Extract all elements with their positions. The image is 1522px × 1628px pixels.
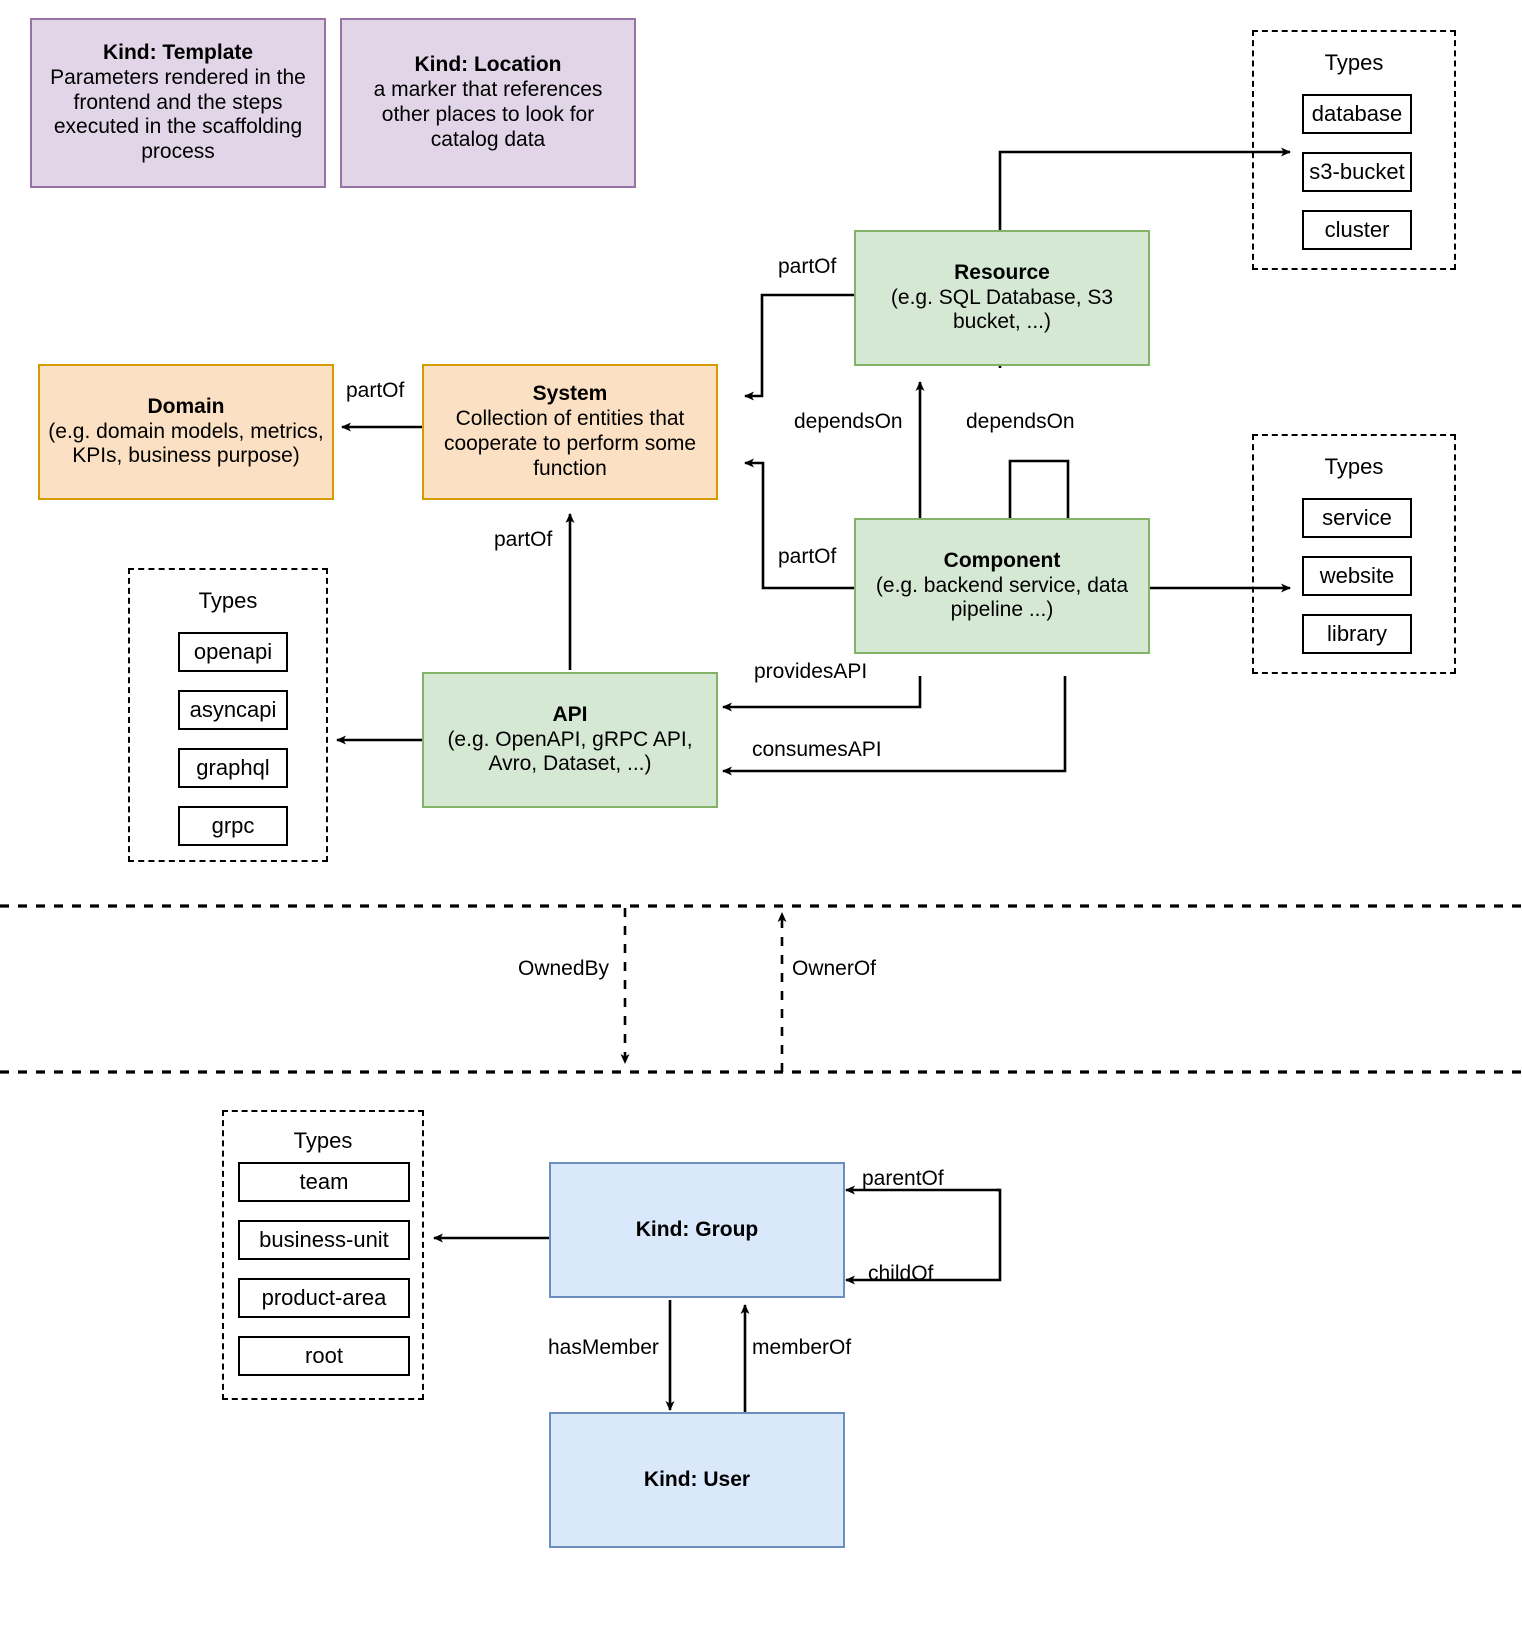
node-description: (e.g. SQL Database, S3 bucket, ...) xyxy=(890,285,1114,334)
node-kind-template[interactable]: Kind: Template Parameters rendered in th… xyxy=(30,18,326,188)
type-chip[interactable]: root xyxy=(238,1336,410,1376)
node-title: Kind: Group xyxy=(635,1217,759,1241)
type-chip[interactable]: grpc xyxy=(178,806,288,846)
node-title: API xyxy=(552,702,588,726)
node-system[interactable]: System Collection of entities that coope… xyxy=(422,364,718,500)
edge-label-component-dependson-component: dependsOn xyxy=(966,410,1075,433)
edge-component-dependson-component xyxy=(1008,459,1073,537)
type-chip[interactable]: s3-bucket xyxy=(1302,152,1412,192)
edge-label-group-childof: childOf xyxy=(868,1262,934,1285)
edge-label-user-memberof: memberOf xyxy=(752,1336,852,1359)
type-chip[interactable]: database xyxy=(1302,94,1412,134)
node-kind-user[interactable]: Kind: User xyxy=(549,1412,845,1548)
type-chip[interactable]: asyncapi xyxy=(178,690,288,730)
type-chip[interactable]: team xyxy=(238,1162,410,1202)
node-description: Collection of entities that cooperate to… xyxy=(443,407,697,480)
type-chip[interactable]: product-area xyxy=(238,1278,410,1318)
node-component[interactable]: Component (e.g. backend service, data pi… xyxy=(854,518,1150,654)
node-resource[interactable]: Resource (e.g. SQL Database, S3 bucket, … xyxy=(854,230,1150,366)
node-title: Kind: User xyxy=(643,1467,751,1491)
types-box-component: Types service website library xyxy=(1252,434,1456,674)
node-api[interactable]: API (e.g. OpenAPI, gRPC API, Avro, Datas… xyxy=(422,672,718,808)
node-description: (e.g. domain models, metrics, KPIs, busi… xyxy=(48,419,324,468)
node-title: Component xyxy=(943,548,1061,572)
edge-component-partof-system xyxy=(744,458,882,590)
node-description: a marker that references other places to… xyxy=(373,78,603,151)
node-title: Domain xyxy=(147,394,225,418)
edge-label-group-parentof: parentOf xyxy=(862,1167,944,1190)
edge-label-api-partof-system: partOf xyxy=(494,528,553,551)
type-chip[interactable]: openapi xyxy=(178,632,288,672)
node-description: Parameters rendered in the frontend and … xyxy=(50,65,306,164)
edge-label-component-partof-system: partOf xyxy=(778,545,837,568)
types-box-group: Types team business-unit product-area ro… xyxy=(222,1110,424,1400)
node-kind-group[interactable]: Kind: Group xyxy=(549,1162,845,1298)
node-title: System xyxy=(532,382,608,406)
types-label: Types xyxy=(198,588,258,613)
node-domain[interactable]: Domain (e.g. domain models, metrics, KPI… xyxy=(38,364,334,500)
type-chip[interactable]: service xyxy=(1302,498,1412,538)
node-description: (e.g. OpenAPI, gRPC API, Avro, Dataset, … xyxy=(447,727,693,776)
edge-label-component-dependson-resource: dependsOn xyxy=(794,410,903,433)
node-kind-location[interactable]: Kind: Location a marker that references … xyxy=(340,18,636,188)
type-chip[interactable]: cluster xyxy=(1302,210,1412,250)
node-title: Kind: Template xyxy=(102,41,254,65)
types-label: Types xyxy=(293,1128,353,1153)
edge-label-component-consumesapi: consumesAPI xyxy=(752,738,882,761)
type-chip[interactable]: graphql xyxy=(178,748,288,788)
type-chip[interactable]: library xyxy=(1302,614,1412,654)
node-title: Kind: Location xyxy=(414,53,562,77)
edge-resource-partof-system xyxy=(744,293,882,401)
edge-label-component-providesapi: providesAPI xyxy=(754,660,868,683)
edge-component-providesapi-api xyxy=(722,676,922,712)
edge-label-group-hasmember: hasMember xyxy=(548,1336,659,1359)
node-title: Resource xyxy=(954,260,1050,284)
edge-component-consumesapi-api xyxy=(722,676,1067,776)
types-label: Types xyxy=(1324,454,1384,479)
type-chip[interactable]: website xyxy=(1302,556,1412,596)
edge-label-ownedby: OwnedBy xyxy=(518,957,610,980)
edge-label-ownerof: OwnerOf xyxy=(792,957,877,980)
edge-label-resource-partof-system: partOf xyxy=(778,255,837,278)
types-label: Types xyxy=(1324,50,1384,75)
edge-label-system-partof-domain: partOf xyxy=(346,379,405,402)
types-box-resource: Types database s3-bucket cluster xyxy=(1252,30,1456,270)
node-description: (e.g. backend service, data pipeline ...… xyxy=(875,573,1129,622)
type-chip[interactable]: business-unit xyxy=(238,1220,410,1260)
types-box-api: Types openapi asyncapi graphql grpc xyxy=(128,568,328,862)
